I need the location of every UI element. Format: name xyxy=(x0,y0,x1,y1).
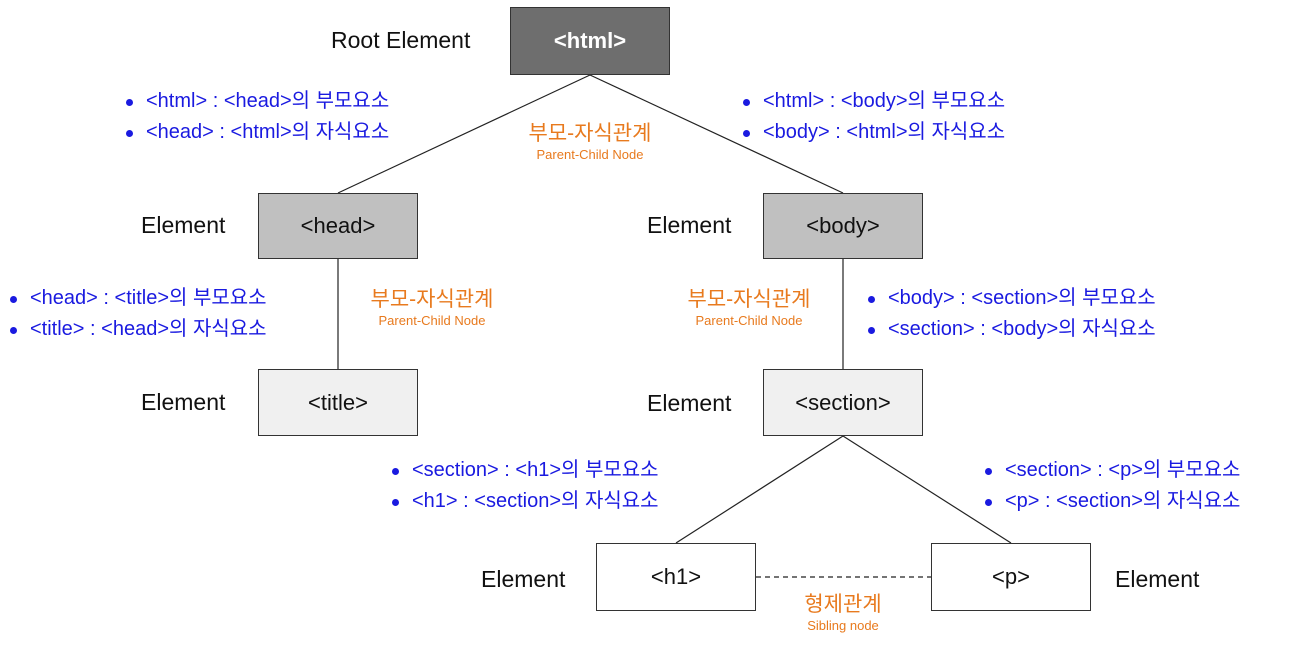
note-item: <head> : <html>의 자식요소 xyxy=(124,117,389,148)
label-element-head: Element xyxy=(141,212,226,238)
relation-html-children: 부모-자식관계 Parent-Child Node xyxy=(510,121,670,163)
relation-head-title: 부모-자식관계 Parent-Child Node xyxy=(352,287,512,329)
edge-html-body xyxy=(589,74,844,194)
notes-html-body: <html> : <body>의 부모요소 <body> : <html>의 자… xyxy=(741,86,1005,148)
label-element-body: Element xyxy=(647,212,732,238)
node-body: <body> xyxy=(763,193,923,259)
relation-label-ko: 부모-자식관계 xyxy=(370,288,494,311)
note-item: <p> : <section>의 자식요소 xyxy=(983,486,1240,517)
note-item: <body> : <html>의 자식요소 xyxy=(741,117,1005,148)
notes-section-p: <section> : <p>의 부모요소 <p> : <section>의 자… xyxy=(983,455,1240,517)
edge-section-h1 xyxy=(675,435,844,544)
label-element-title: Element xyxy=(141,389,226,415)
node-html: <html> xyxy=(510,7,670,75)
notes-section-h1: <section> : <h1>의 부모요소 <h1> : <section>의… xyxy=(390,455,659,517)
relation-label-en: Parent-Child Node xyxy=(695,313,803,328)
label-element-section: Element xyxy=(647,390,732,416)
label-element-h1: Element xyxy=(481,566,566,592)
notes-body-section: <body> : <section>의 부모요소 <section> : <bo… xyxy=(866,283,1156,345)
note-item: <html> : <head>의 부모요소 xyxy=(124,86,389,117)
relation-label-ko: 형제관계 xyxy=(804,593,882,616)
relation-label-ko: 부모-자식관계 xyxy=(687,288,811,311)
relation-label-en: Parent-Child Node xyxy=(378,313,486,328)
label-root-element: Root Element xyxy=(331,27,471,53)
node-title: <title> xyxy=(258,369,418,436)
relation-sibling: 형제관계 Sibling node xyxy=(763,592,923,634)
note-item: <title> : <head>의 자식요소 xyxy=(8,314,267,345)
notes-html-head: <html> : <head>의 부모요소 <head> : <html>의 자… xyxy=(124,86,389,148)
note-item: <h1> : <section>의 자식요소 xyxy=(390,486,659,517)
note-item: <head> : <title>의 부모요소 xyxy=(8,283,267,314)
note-item: <section> : <h1>의 부모요소 xyxy=(390,455,659,486)
node-h1: <h1> xyxy=(596,543,756,611)
note-item: <html> : <body>의 부모요소 xyxy=(741,86,1005,117)
notes-head-title: <head> : <title>의 부모요소 <title> : <head>의… xyxy=(8,283,267,345)
relation-label-en: Parent-Child Node xyxy=(536,147,644,162)
note-item: <section> : <body>의 자식요소 xyxy=(866,314,1156,345)
relation-label-ko: 부모-자식관계 xyxy=(528,122,652,145)
relation-body-section: 부모-자식관계 Parent-Child Node xyxy=(669,287,829,329)
edge-html-head xyxy=(337,74,591,194)
edge-section-p xyxy=(842,435,1012,544)
node-p: <p> xyxy=(931,543,1091,611)
note-item: <section> : <p>의 부모요소 xyxy=(983,455,1240,486)
relation-label-en: Sibling node xyxy=(807,618,879,633)
node-section: <section> xyxy=(763,369,923,436)
note-item: <body> : <section>의 부모요소 xyxy=(866,283,1156,314)
node-head: <head> xyxy=(258,193,418,259)
label-element-p: Element xyxy=(1115,566,1200,592)
